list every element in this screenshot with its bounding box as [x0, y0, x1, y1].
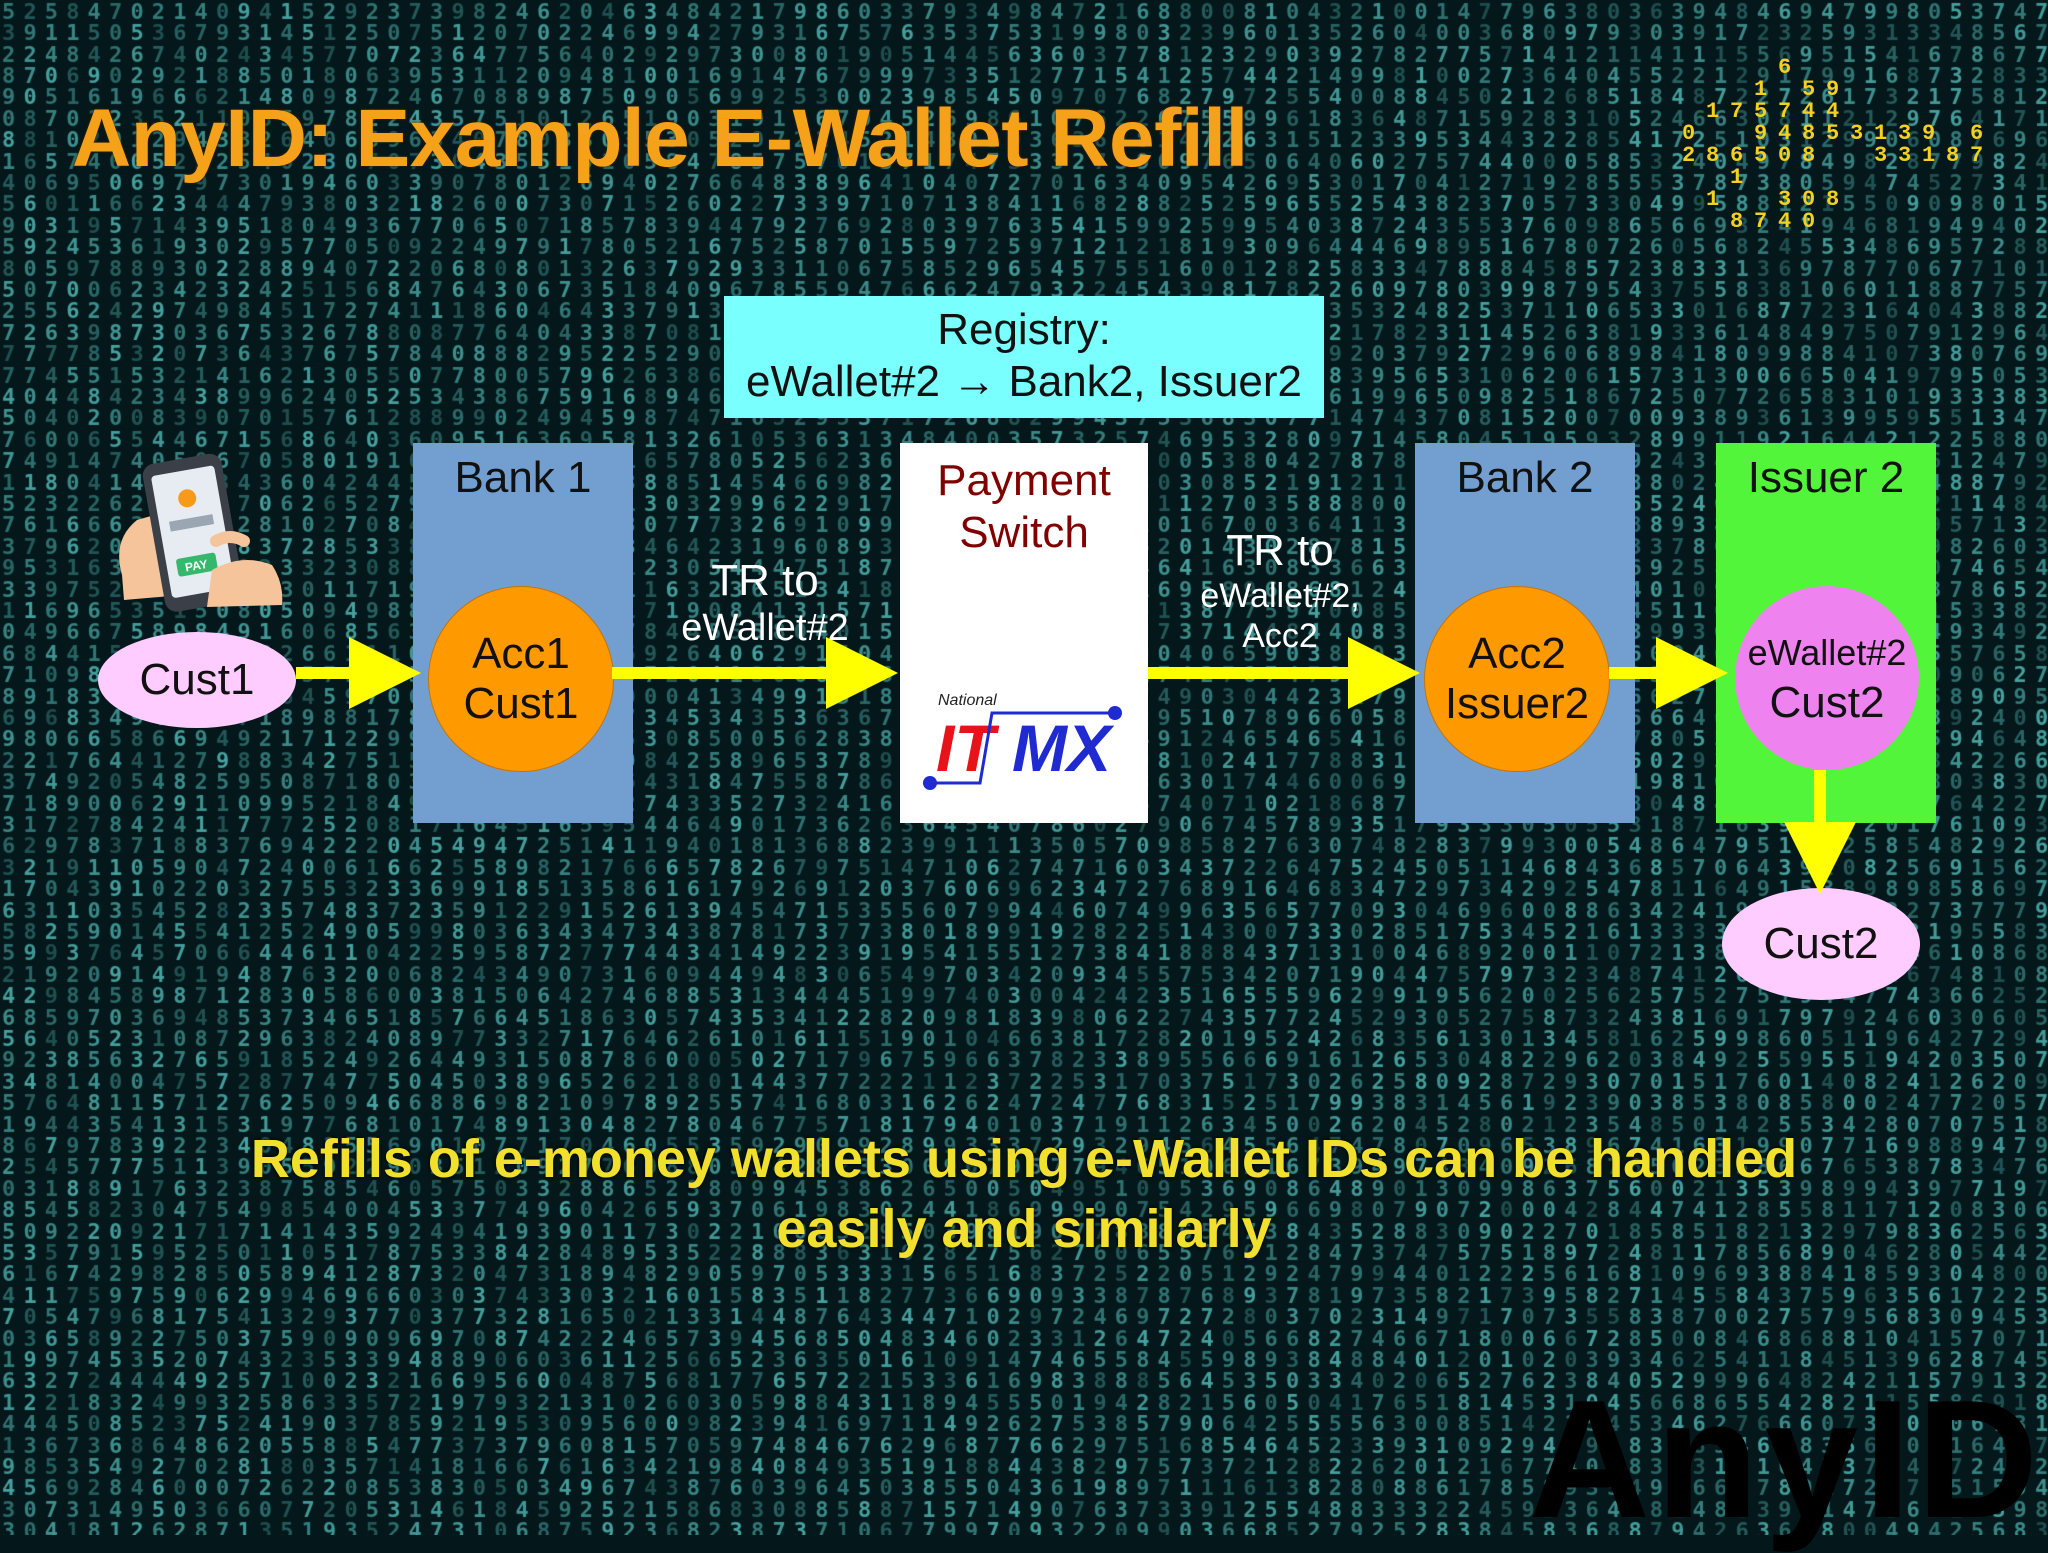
payment-switch-label-line2: Switch [959, 508, 1089, 557]
svg-text:0: 0 [1802, 209, 1815, 234]
itmx-logo: National IT MX [923, 692, 1122, 790]
svg-text:8: 8 [1946, 143, 1959, 168]
svg-text:8: 8 [1802, 121, 1815, 146]
svg-text:5: 5 [1826, 121, 1839, 146]
phone-card-line [169, 514, 215, 532]
svg-text:6: 6 [1778, 55, 1791, 80]
phone-payment-icon: PAY [119, 453, 283, 612]
payment-switch-label-line1: Payment [937, 456, 1111, 505]
itmx-logo-mx: MX [1012, 711, 1115, 785]
svg-text:3: 3 [1850, 121, 1863, 146]
svg-text:3: 3 [1874, 143, 1887, 168]
svg-text:2: 2 [1682, 143, 1695, 168]
itmx-logo-dot-right [1108, 706, 1122, 720]
finger-shape [210, 531, 250, 547]
bank2-account-circle: Acc2 Issuer2 [1424, 586, 1610, 772]
issuer2-wallet-circle: eWallet#2 Cust2 [1735, 586, 1919, 770]
svg-text:1: 1 [1874, 121, 1887, 146]
bank2-account-id: Acc2 [1468, 629, 1566, 678]
arrow2-label-line1: TR to [1226, 526, 1334, 575]
svg-text:4: 4 [1802, 99, 1815, 124]
phone-pay-button [176, 552, 218, 577]
slide-caption: Refills of e-money wallets using e-Walle… [0, 1124, 2048, 1264]
svg-text:1: 1 [1706, 187, 1719, 212]
arrow1-label-line2: eWallet#2 [681, 607, 849, 649]
arrow2-label-line3: Acc2 [1242, 617, 1318, 655]
svg-text:1: 1 [1730, 165, 1743, 190]
svg-text:9: 9 [1922, 121, 1935, 146]
svg-text:3: 3 [1778, 187, 1791, 212]
bank1-box: Bank 1 Acc1 Cust1 [413, 443, 633, 823]
svg-text:0: 0 [1778, 143, 1791, 168]
itmx-logo-line [930, 711, 1115, 785]
cust1-ellipse: Cust1 [98, 632, 296, 728]
svg-text:8: 8 [1826, 187, 1839, 212]
svg-text:5: 5 [1802, 77, 1815, 102]
svg-text:7: 7 [1730, 99, 1743, 124]
issuer2-wallet-id: eWallet#2 [1747, 632, 1907, 673]
hand-right-shape [207, 560, 283, 607]
svg-text:0: 0 [1682, 121, 1695, 146]
svg-text:1: 1 [1922, 143, 1935, 168]
svg-text:4: 4 [1826, 99, 1839, 124]
arrow2-label-line2: eWallet#2, [1200, 577, 1360, 615]
slide-title: AnyID: Example E-Wallet Refill [72, 93, 1248, 184]
svg-text:5: 5 [1754, 99, 1767, 124]
svg-text:9: 9 [1754, 121, 1767, 146]
bank1-account-owner: Cust1 [463, 679, 579, 728]
caption-line2: easily and similarly [776, 1199, 1272, 1259]
svg-text:8: 8 [1802, 143, 1815, 168]
anyid-watermark-logo: AnyID [1528, 1365, 2044, 1553]
phone-pay-label: PAY [184, 557, 209, 575]
svg-text:9: 9 [1826, 77, 1839, 102]
svg-text:0: 0 [1802, 187, 1815, 212]
svg-text:8: 8 [1730, 209, 1743, 234]
svg-text:7: 7 [1754, 209, 1767, 234]
payment-switch-box: Payment Switch National IT MX [900, 443, 1148, 823]
bank1-account-circle: Acc1 Cust1 [428, 586, 614, 772]
issuer2-wallet-owner: Cust2 [1769, 678, 1885, 727]
arrow2-label: TR to eWallet#2, Acc2 [1160, 526, 1400, 656]
svg-text:3: 3 [1898, 143, 1911, 168]
svg-text:3: 3 [1898, 121, 1911, 146]
registry-mapping: eWallet#2 → Bank2, Issuer2 [746, 357, 1302, 406]
arrow1-label-line1: TR to [711, 556, 819, 605]
itmx-logo-national: National [938, 692, 997, 709]
issuer2-label: Issuer 2 [1747, 453, 1905, 502]
issuer2-box: Issuer 2 eWallet#2 Cust2 [1716, 443, 1936, 823]
bank1-account-id: Acc1 [472, 629, 570, 678]
payment-switch-label: Payment Switch [900, 455, 1148, 559]
svg-text:8: 8 [1706, 143, 1719, 168]
registry-box: Registry: eWallet#2 → Bank2, Issuer2 [724, 296, 1324, 418]
arrow1-label: TR to eWallet#2 [640, 556, 890, 650]
svg-text:6: 6 [1970, 121, 1983, 146]
svg-text:4: 4 [1778, 209, 1791, 234]
itmx-logo-dot-left [923, 776, 937, 790]
svg-text:7: 7 [1970, 143, 1983, 168]
bank2-label: Bank 2 [1456, 453, 1594, 502]
caption-line1: Refills of e-money wallets using e-Walle… [250, 1129, 1798, 1189]
bank2-account-owner: Issuer2 [1444, 679, 1590, 728]
bank1-label: Bank 1 [454, 453, 592, 502]
svg-text:4: 4 [1778, 121, 1791, 146]
phone-coin-icon [178, 489, 197, 508]
svg-text:1: 1 [1706, 99, 1719, 124]
svg-text:7: 7 [1778, 99, 1791, 124]
svg-text:6: 6 [1730, 143, 1743, 168]
svg-text:1: 1 [1754, 77, 1767, 102]
bank2-box: Bank 2 Acc2 Issuer2 [1415, 443, 1635, 823]
registry-heading: Registry: [937, 305, 1111, 354]
cust2-ellipse: Cust2 [1722, 888, 1920, 1000]
svg-text:5: 5 [1754, 143, 1767, 168]
